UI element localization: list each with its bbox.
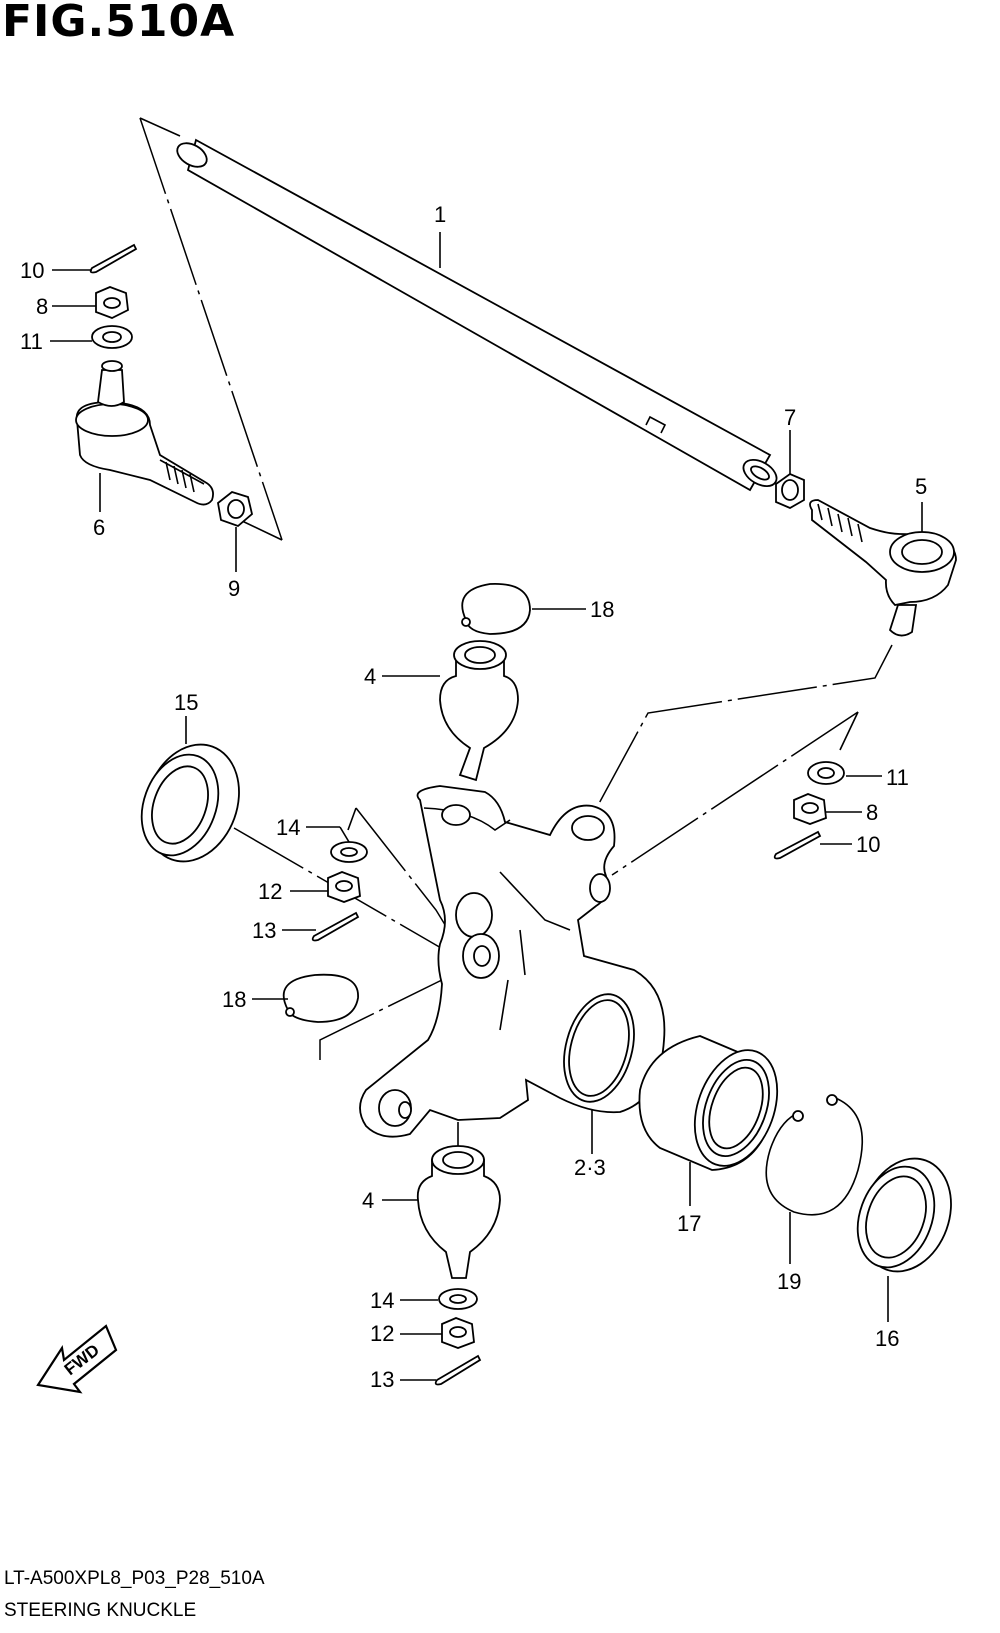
ball-joint-part-4-upper (439, 640, 519, 782)
callout-12-upper: 12 (258, 879, 282, 904)
callout-8-left: 8 (36, 294, 48, 319)
callout-18-lower: 18 (222, 987, 246, 1012)
tie-rod-end-part-5 (809, 499, 957, 637)
callout-14-lower: 14 (370, 1288, 394, 1313)
callout-12-lower: 12 (370, 1321, 394, 1346)
snap-ring-part-19 (765, 1094, 863, 1216)
cotter-pin-part-13-upper (311, 911, 360, 942)
wheel-bearing-part-17 (638, 1035, 779, 1171)
castle-nut-part-8-left (95, 286, 129, 319)
forward-direction-arrow-icon: FWD (36, 1324, 118, 1394)
diagram-code: LT-A500XPL8_P03_P28_510A (4, 1568, 265, 1589)
callout-19: 19 (777, 1269, 801, 1294)
callout-8-right: 8 (866, 800, 878, 825)
callout-10-left: 10 (20, 258, 44, 283)
circlip-part-18-lower (282, 973, 359, 1023)
callout-2-3: 2·3 (574, 1155, 606, 1180)
dust-seal-part-15 (140, 743, 240, 863)
callout-11-right: 11 (886, 765, 909, 790)
castle-nut-part-12-lower (441, 1317, 475, 1349)
washer-part-14-upper (330, 841, 368, 863)
callout-6: 6 (93, 515, 105, 540)
washer-part-14-lower (438, 1288, 478, 1310)
dust-seal-part-16 (856, 1157, 952, 1273)
lock-nut-part-7 (775, 472, 805, 510)
callout-15: 15 (174, 690, 198, 715)
callout-16: 16 (875, 1326, 899, 1351)
callout-labels: 1 10 8 11 7 5 6 9 18 4 15 11 8 14 10 12 … (20, 202, 927, 1392)
steering-knuckle-part-2-3 (359, 785, 666, 1138)
callout-18-upper: 18 (590, 597, 614, 622)
callout-17: 17 (677, 1211, 701, 1236)
tie-rod-part-1 (176, 138, 778, 492)
cotter-pin-part-10-left (89, 243, 138, 274)
cotter-pin-part-10-right (773, 830, 822, 860)
lock-nut-part-9 (217, 490, 254, 528)
diagram-name: STEERING KNUCKLE (4, 1600, 197, 1621)
callout-7: 7 (784, 405, 796, 430)
callout-13-lower: 13 (370, 1367, 394, 1392)
ball-joint-part-4-lower (416, 1145, 501, 1279)
cotter-pin-part-13-lower (434, 1354, 482, 1386)
washer-part-11-right (807, 761, 845, 785)
washer-part-11-left (91, 325, 133, 349)
callout-9: 9 (228, 576, 240, 601)
castle-nut-part-12-upper (327, 871, 361, 903)
callout-leaders (50, 269, 923, 1381)
callout-1: 1 (434, 202, 446, 227)
callout-14-upper: 14 (276, 815, 300, 840)
figure-title: FIG.510A (2, 0, 236, 47)
callout-10-right: 10 (856, 832, 880, 857)
castle-nut-part-8-right (793, 793, 827, 825)
callout-11-left: 11 (20, 329, 43, 354)
circlip-part-18-upper (461, 583, 531, 635)
callout-4-lower: 4 (362, 1188, 374, 1213)
callout-13-upper: 13 (252, 918, 276, 943)
callout-4-upper: 4 (364, 664, 376, 689)
tie-rod-end-part-6 (75, 360, 214, 506)
callout-5: 5 (915, 474, 927, 499)
